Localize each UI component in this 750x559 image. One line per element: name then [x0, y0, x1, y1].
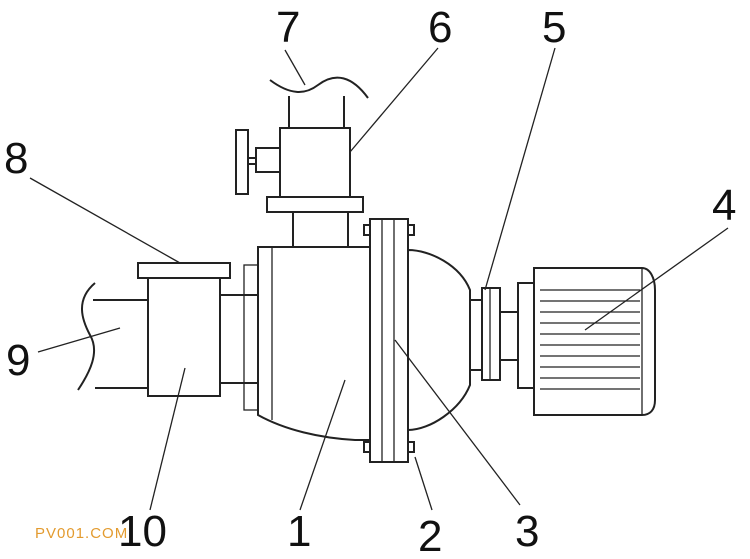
leader-1 [299, 379, 346, 511]
label-9: 9 [6, 336, 30, 385]
label-4: 4 [712, 181, 736, 230]
volute-housing [407, 248, 471, 432]
label-10: 10 [118, 507, 167, 556]
leader-6 [349, 47, 439, 153]
flange [363, 218, 415, 463]
leader-10 [149, 367, 186, 511]
motor-fins [540, 289, 640, 390]
leader-4 [584, 227, 729, 331]
coupling [469, 287, 519, 381]
inlet-housing [147, 277, 221, 397]
label-3: 3 [515, 507, 539, 556]
label-8: 8 [4, 134, 28, 183]
pump-body [243, 246, 371, 441]
outlet-assembly [235, 127, 364, 248]
leader-9 [37, 327, 121, 353]
upper-pipe [269, 76, 369, 128]
label-2: 2 [418, 512, 442, 559]
motor [517, 267, 656, 416]
inlet-connector [219, 294, 259, 384]
leader-3 [394, 339, 521, 506]
leader-7 [284, 49, 306, 86]
label-5: 5 [542, 3, 566, 52]
label-6: 6 [428, 3, 452, 52]
inlet-pipe [77, 282, 150, 391]
watermark: PV001.COM [35, 525, 128, 542]
leader-2 [414, 456, 433, 511]
leader-8 [29, 177, 181, 264]
part-labels: 1 2 3 4 5 6 7 8 9 10 [4, 3, 736, 559]
inlet-cover-plate [137, 262, 231, 279]
leader-lines [29, 47, 729, 511]
label-7: 7 [276, 3, 300, 52]
label-1: 1 [287, 507, 311, 556]
leader-5 [484, 47, 556, 291]
